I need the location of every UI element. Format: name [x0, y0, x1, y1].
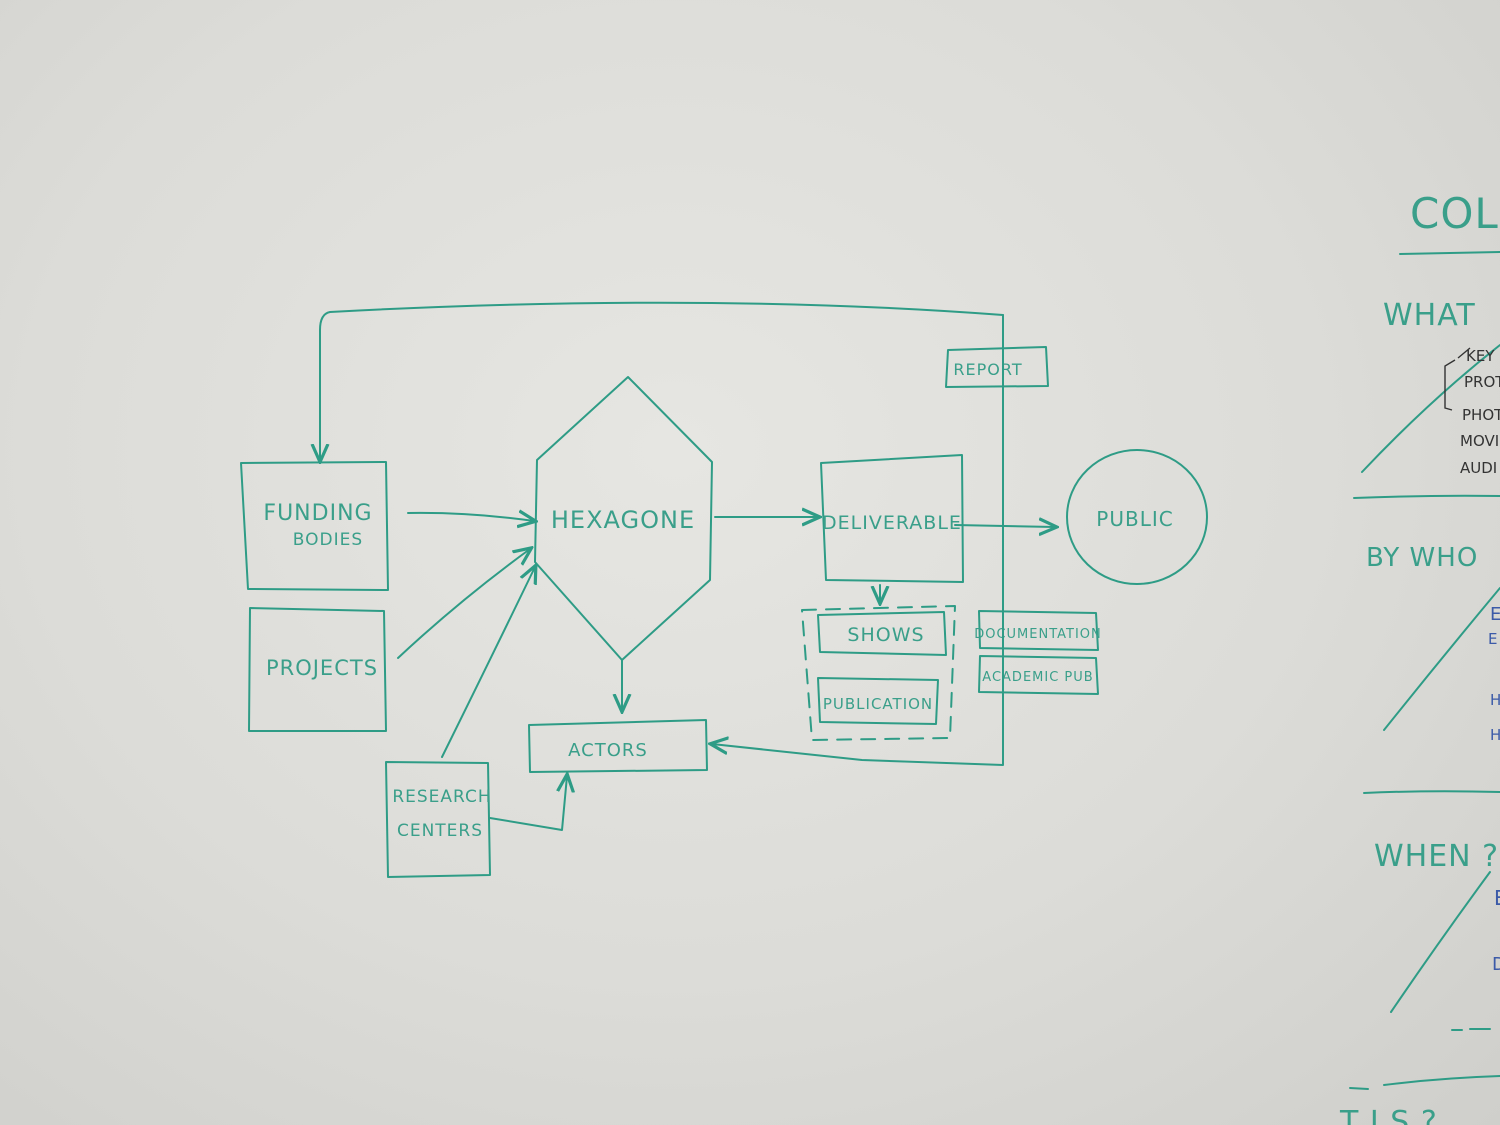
svg-text:E: E [1490, 604, 1500, 625]
deliverable-group: SHOWS PUBLICATION [801, 605, 956, 741]
svg-text:E: E [1488, 630, 1497, 648]
svg-text:E: E [1494, 886, 1500, 910]
svg-text:FUNDING: FUNDING [263, 501, 372, 526]
svg-text:COL: COL [1410, 189, 1499, 238]
svg-text:H: H [1490, 691, 1500, 709]
node-hexagone: HEXAGONE [534, 376, 713, 661]
svg-text:PUBLIC: PUBLIC [1096, 507, 1173, 531]
svg-text:CENTERS: CENTERS [397, 821, 483, 841]
node-academic-pub: ACADEMIC PUB [978, 655, 1099, 695]
svg-text:PROJECTS: PROJECTS [266, 656, 378, 680]
node-documentation: DOCUMENTATION [974, 610, 1102, 651]
node-public: PUBLIC [1066, 449, 1208, 585]
svg-text:PUBLICATION: PUBLICATION [823, 695, 933, 713]
svg-text:AUDI: AUDI [1460, 459, 1497, 477]
svg-text:ACADEMIC PUB: ACADEMIC PUB [982, 670, 1093, 685]
arrow-research-hexagone [441, 567, 535, 758]
arrow-research-actors [489, 776, 567, 831]
arrow-report-funding [320, 301, 1004, 460]
node-publication: PUBLICATION [817, 677, 939, 725]
svg-text:PROT: PROT [1464, 373, 1500, 391]
svg-text:BY WHO: BY WHO [1366, 543, 1478, 573]
arrow-deliverable-public [954, 525, 1055, 527]
svg-text:REPORT: REPORT [953, 360, 1022, 379]
side-panel: COL WHAT KEY PROT PHOT MOVI AUDI BY WHO … [1339, 189, 1500, 1125]
svg-text:MOVI: MOVI [1460, 432, 1499, 450]
node-shows: SHOWS [817, 611, 947, 656]
svg-text:H: H [1490, 726, 1500, 744]
node-report: REPORT [945, 346, 1049, 388]
node-deliverable: DELIVERABLE [820, 454, 964, 583]
node-projects: PROJECTS [248, 607, 387, 732]
svg-text:D: D [1492, 954, 1500, 975]
svg-text:SHOWS: SHOWS [847, 624, 924, 646]
svg-text:T I S ?: T I S ? [1339, 1105, 1438, 1125]
svg-text:HEXAGONE: HEXAGONE [551, 506, 695, 534]
arrow-projects-hexagone [397, 549, 530, 659]
svg-text:ACTORS: ACTORS [568, 740, 648, 761]
node-research-centers: RESEARCH CENTERS [385, 761, 491, 878]
svg-text:DOCUMENTATION: DOCUMENTATION [974, 627, 1102, 642]
svg-text:BODIES: BODIES [293, 530, 363, 550]
svg-text:WHAT: WHAT [1383, 298, 1476, 333]
node-actors: ACTORS [528, 719, 708, 773]
arrows [320, 301, 1055, 831]
arrow-funding-hexagone [407, 513, 534, 521]
svg-text:WHEN ?: WHEN ? [1374, 839, 1499, 874]
svg-text:PHOT: PHOT [1462, 406, 1500, 424]
node-funding-bodies: FUNDING BODIES [240, 461, 389, 591]
svg-text:KEY: KEY [1466, 347, 1495, 365]
svg-text:DELIVERABLE: DELIVERABLE [822, 512, 962, 534]
svg-text:RESEARCH: RESEARCH [392, 787, 491, 807]
arrow-feedback-actors [712, 314, 1004, 766]
